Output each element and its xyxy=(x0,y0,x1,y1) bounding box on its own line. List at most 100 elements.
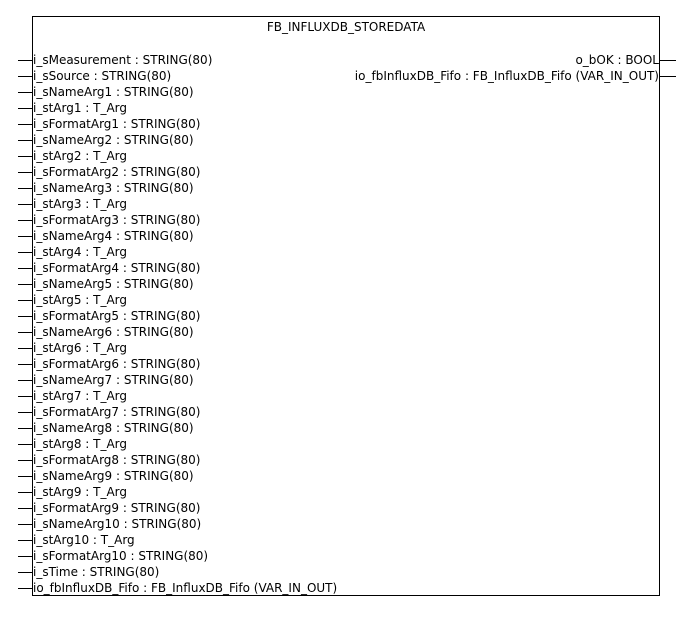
output-pin-label: io_fbInfluxDB_Fifo : FB_InfluxDB_Fifo (V… xyxy=(354,69,659,83)
input-connector-line xyxy=(18,476,33,477)
input-connector-line xyxy=(18,236,33,237)
input-connector-line xyxy=(18,172,33,173)
input-pin[interactable]: i_sNameArg6 : STRING(80) xyxy=(18,324,194,340)
input-pin[interactable]: i_stArg5 : T_Arg xyxy=(18,292,128,308)
input-pin[interactable]: i_sNameArg1 : STRING(80) xyxy=(18,84,194,100)
input-pin[interactable]: i_stArg7 : T_Arg xyxy=(18,388,127,404)
input-pin-label: i_sFormatArg1 : STRING(80) xyxy=(33,117,201,131)
input-pin-label: i_stArg6 : T_Arg xyxy=(33,341,128,355)
input-connector-line xyxy=(18,300,33,301)
input-pin[interactable]: i_sFormatArg3 : STRING(80) xyxy=(18,212,200,228)
input-connector-line xyxy=(18,140,33,141)
input-pin-label: i_sNameArg10 : STRING(80) xyxy=(33,517,202,531)
input-pin[interactable]: i_sNameArg10 : STRING(80) xyxy=(18,516,202,532)
input-connector-line xyxy=(18,60,33,61)
input-pin[interactable]: i_sFormatArg4 : STRING(80) xyxy=(18,260,201,276)
input-pin-label: i_sNameArg5 : STRING(80) xyxy=(33,277,194,291)
input-pin-label: i_sFormatArg2 : STRING(80) xyxy=(33,165,201,179)
input-pin-label: i_stArg5 : T_Arg xyxy=(33,293,128,307)
input-pin[interactable]: i_stArg3 : T_Arg xyxy=(18,196,128,212)
input-pin-label: i_sNameArg8 : STRING(80) xyxy=(33,421,194,435)
input-connector-line xyxy=(18,92,33,93)
input-pin[interactable]: i_stArg6 : T_Arg xyxy=(18,340,128,356)
function-block-title: FB_INFLUXDB_STOREDATA xyxy=(266,20,426,34)
input-pin[interactable]: i_sNameArg8 : STRING(80) xyxy=(18,420,194,436)
input-pin-label: i_sMeasurement : STRING(80) xyxy=(33,53,213,67)
input-pin-label: i_stArg1 : T_Arg xyxy=(33,101,128,115)
input-pin[interactable]: i_sFormatArg1 : STRING(80) xyxy=(18,116,201,132)
input-pin-label: i_sFormatArg4 : STRING(80) xyxy=(33,261,201,275)
input-pin-label: i_sFormatArg5 : STRING(80) xyxy=(33,309,201,323)
input-connector-line xyxy=(18,124,33,125)
input-connector-line xyxy=(18,108,33,109)
input-pin[interactable]: i_sSource : STRING(80) xyxy=(18,68,172,84)
input-pin-label: i_sNameArg6 : STRING(80) xyxy=(33,325,194,339)
input-pin-label: i_stArg10 : T_Arg xyxy=(33,533,135,547)
input-pin[interactable]: i_stArg10 : T_Arg xyxy=(18,532,135,548)
input-pin-label: i_stArg2 : T_Arg xyxy=(33,149,128,163)
input-pin[interactable]: i_sNameArg4 : STRING(80) xyxy=(18,228,194,244)
input-pin[interactable]: i_stArg9 : T_Arg xyxy=(18,484,128,500)
input-pin[interactable]: i_sNameArg7 : STRING(80) xyxy=(18,372,194,388)
input-pin-label: i_sFormatArg8 : STRING(80) xyxy=(33,453,201,467)
input-connector-line xyxy=(18,348,33,349)
input-connector-line xyxy=(18,204,33,205)
input-connector-line xyxy=(18,412,33,413)
output-connector-line xyxy=(659,76,676,77)
input-pin-label: i_sTime : STRING(80) xyxy=(33,565,160,579)
input-connector-line xyxy=(18,492,33,493)
input-pin[interactable]: i_sNameArg5 : STRING(80) xyxy=(18,276,194,292)
input-pin-label: i_sFormatArg6 : STRING(80) xyxy=(33,357,201,371)
input-connector-line xyxy=(18,220,33,221)
input-pin-label: i_stArg3 : T_Arg xyxy=(33,197,128,211)
input-connector-line xyxy=(18,332,33,333)
input-connector-line xyxy=(18,444,33,445)
input-pin[interactable]: io_fbInfluxDB_Fifo : FB_InfluxDB_Fifo (V… xyxy=(18,580,337,596)
input-connector-line xyxy=(18,396,33,397)
input-pin[interactable]: i_sFormatArg8 : STRING(80) xyxy=(18,452,201,468)
input-pin[interactable]: i_sFormatArg7 : STRING(80) xyxy=(18,404,201,420)
input-pin-label: i_sSource : STRING(80) xyxy=(33,69,172,83)
function-block-box[interactable]: FB_INFLUXDB_STOREDATA i_sMeasurement : S… xyxy=(18,16,676,596)
input-connector-line xyxy=(18,364,33,365)
output-pin[interactable]: io_fbInfluxDB_Fifo : FB_InfluxDB_Fifo (V… xyxy=(354,68,676,84)
input-pin[interactable]: i_sFormatArg5 : STRING(80) xyxy=(18,308,201,324)
input-pin-label: i_sFormatArg7 : STRING(80) xyxy=(33,405,201,419)
input-pin[interactable]: i_stArg8 : T_Arg xyxy=(18,436,128,452)
input-pin-label: i_sFormatArg10 : STRING(80) xyxy=(33,549,209,563)
input-connector-line xyxy=(18,428,33,429)
input-pin[interactable]: i_sFormatArg10 : STRING(80) xyxy=(18,548,209,564)
input-pin-label: i_sNameArg4 : STRING(80) xyxy=(33,229,194,243)
input-pin[interactable]: i_sNameArg3 : STRING(80) xyxy=(18,180,194,196)
input-pin[interactable]: i_sMeasurement : STRING(80) xyxy=(18,52,213,68)
input-connector-line xyxy=(18,380,33,381)
input-pin-label: i_stArg8 : T_Arg xyxy=(33,437,128,451)
input-pin-label: i_stArg4 : T_Arg xyxy=(33,245,128,259)
input-pin[interactable]: i_stArg2 : T_Arg xyxy=(18,148,128,164)
input-pin[interactable]: i_stArg4 : T_Arg xyxy=(18,244,128,260)
input-pin-label: i_sNameArg2 : STRING(80) xyxy=(33,133,194,147)
input-pin-label: i_sFormatArg9 : STRING(80) xyxy=(33,501,201,515)
output-connector-line xyxy=(659,60,676,61)
input-pin[interactable]: i_sFormatArg6 : STRING(80) xyxy=(18,356,201,372)
input-pin[interactable]: i_sTime : STRING(80) xyxy=(18,564,160,580)
input-pin[interactable]: i_sFormatArg2 : STRING(80) xyxy=(18,164,201,180)
input-connector-line xyxy=(18,572,33,573)
input-connector-line xyxy=(18,268,33,269)
input-pin[interactable]: i_sFormatArg9 : STRING(80) xyxy=(18,500,201,516)
input-pin[interactable]: i_sNameArg9 : STRING(80) xyxy=(18,468,194,484)
input-connector-line xyxy=(18,188,33,189)
input-pin-label: i_stArg9 : T_Arg xyxy=(33,485,128,499)
input-pin[interactable]: i_sNameArg2 : STRING(80) xyxy=(18,132,194,148)
input-connector-line xyxy=(18,460,33,461)
input-pin[interactable]: i_stArg1 : T_Arg xyxy=(18,100,128,116)
input-connector-line xyxy=(18,252,33,253)
input-connector-line xyxy=(18,76,33,77)
output-pin[interactable]: o_bOK : BOOL xyxy=(575,52,676,68)
input-connector-line xyxy=(18,156,33,157)
input-pin-label: i_sNameArg1 : STRING(80) xyxy=(33,85,194,99)
input-connector-line xyxy=(18,556,33,557)
input-connector-line xyxy=(18,524,33,525)
input-connector-line xyxy=(18,284,33,285)
input-pin-label: i_sNameArg3 : STRING(80) xyxy=(33,181,194,195)
